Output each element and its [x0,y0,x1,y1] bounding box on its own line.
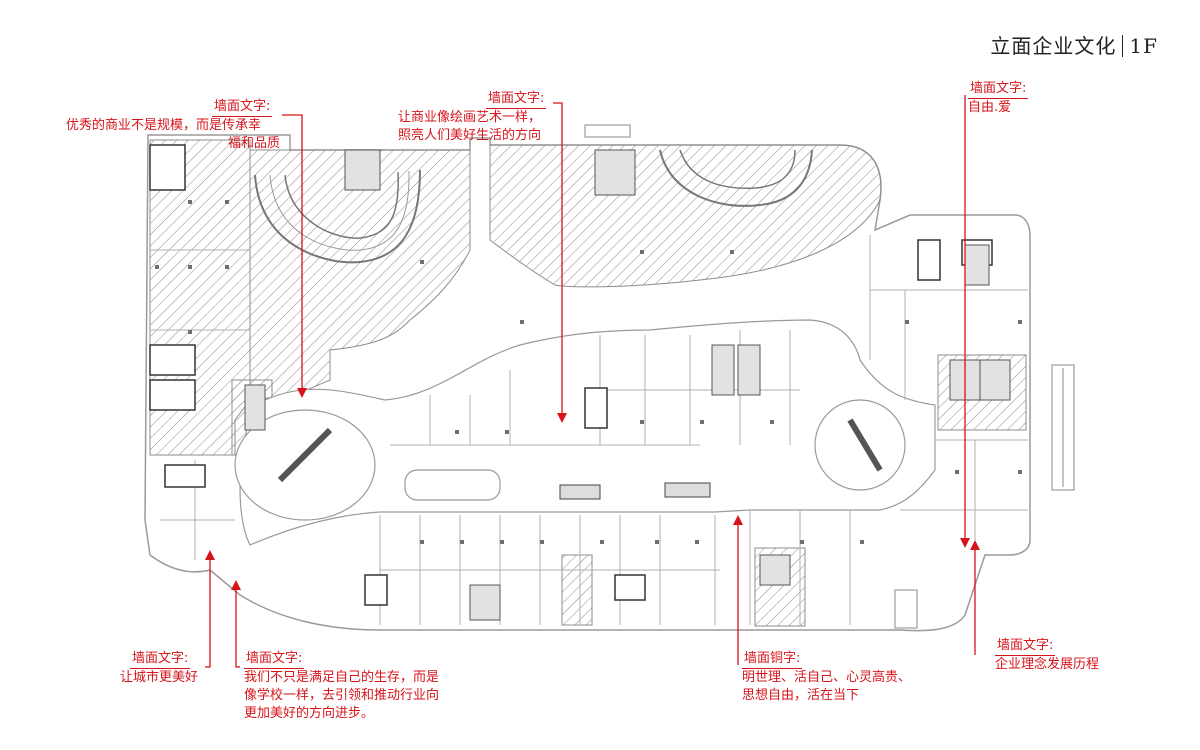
sheet-title: 立面企业文化 1F [990,30,1158,59]
annotation-heading: 墙面文字: [130,650,191,669]
annotation-label-7: 墙面文字: 企业理念发展历程 [995,637,1099,674]
hatched-zone-north [489,144,882,288]
atrium-center [404,469,501,501]
annotation-label-6: 墙面铜字: 明世理、活自己、心灵高贵、 思想自由，活在当下 [742,650,911,705]
atrium-east [814,399,906,491]
plan-detail-north-box [584,124,631,138]
annotation-heading: 墙面文字: [486,90,547,109]
escalator-center-b [664,482,711,498]
annotation-text-line: 企业理念发展历程 [995,657,1100,672]
escalator-center-a [559,484,601,500]
floor-label: 1F [1129,34,1158,58]
annotation-label-1: 墙面文字: 优秀的商业不是规模，而是传承幸 福和品质 [66,98,280,153]
annotation-heading: 墙面文字: [244,650,305,669]
atrium-west [234,409,376,521]
annotation-label-4: 墙面文字: 让城市更美好 [120,650,198,687]
hatched-core-south [561,554,593,626]
title-divider [1122,35,1124,57]
annotation-heading: 墙面文字: [995,637,1056,656]
ramp-northwest-inner [284,171,399,239]
plan-detail-south-box [894,589,918,629]
annotation-label-5: 墙面文字: 我们不只是满足自己的生存，而是 像学校一样，去引领和推动行业向 更加… [244,650,439,723]
annotation-text-line: 更加美好的方向进步。 [244,706,375,721]
annotation-text-line: 思想自由，活在当下 [742,688,860,703]
annotation-label-3: 墙面文字: 自由.爱 [968,80,1029,117]
sheet-title-text: 立面企业文化 [990,34,1117,58]
annotation-text-line: 优秀的商业不是规模，而是传承幸 [66,118,262,133]
ramp-north [659,149,813,207]
annotation-text-line: 让商业像绘画艺术一样， [398,110,542,125]
annotation-text-line: 照亮人们美好生活的方向 [398,128,542,143]
annotation-arrowheads [205,388,980,590]
ramp-north-inner [679,149,796,189]
annotation-text-line: 我们不只是满足自己的生存，而是 [244,670,440,685]
ramp-northwest-mid [269,170,410,251]
escalator-west [277,427,333,483]
annotation-leaders [205,95,976,668]
annotation-text-line: 像学校一样，去引领和推动行业向 [244,688,440,703]
annotation-text-line: 让城市更美好 [120,670,199,685]
annotation-heading: 墙面铜字: [742,650,803,669]
ramp-northwest [254,169,421,264]
structural-columns [155,200,1022,544]
annotation-text-line: 自由.爱 [968,100,1012,115]
annotation-heading: 墙面文字: [212,98,273,117]
stair-blocks [244,149,1011,621]
annotation-heading: 墙面文字: [968,80,1029,99]
annotation-text-line: 明世理、活自己、心灵高贵、 [742,670,912,685]
annotation-label-2: 墙面文字: 让商业像绘画艺术一样， 照亮人们美好生活的方向 [398,90,547,145]
annotation-text-line: 福和品质 [228,136,281,151]
escalator-east [847,418,883,472]
service-cores [149,144,993,606]
